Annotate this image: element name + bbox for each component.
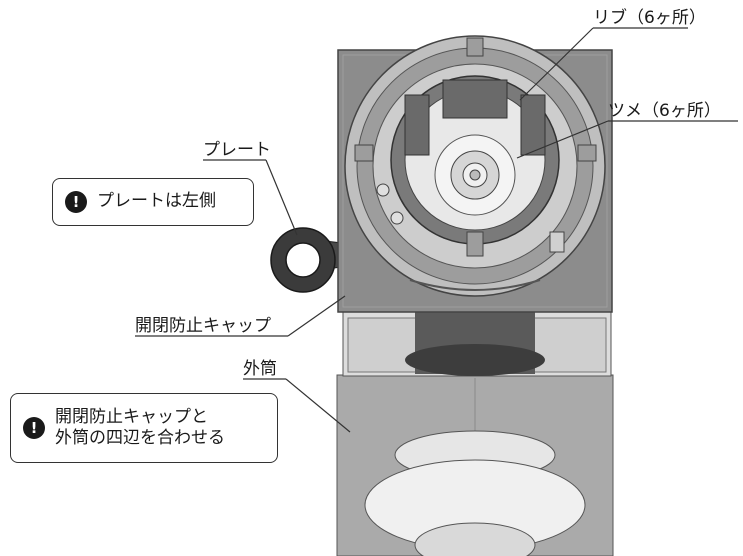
- align-callout: ! 開閉防止キャップと 外筒の四辺を合わせる: [10, 393, 278, 463]
- plate-left-callout: ! プレートは左側: [52, 178, 254, 226]
- rib-label: リブ（6ヶ所）: [593, 8, 706, 28]
- align-text-line1: 開閉防止キャップと: [55, 406, 208, 427]
- outer-tube: [336, 374, 614, 556]
- align-text-line2: 外筒の四辺を合わせる: [55, 428, 225, 448]
- warning-icon: !: [23, 417, 45, 439]
- leader-lines: [135, 27, 738, 433]
- ribs: [404, 79, 546, 156]
- claw-label: ツメ（6ヶ所）: [608, 101, 721, 121]
- plate-label: プレート: [203, 140, 271, 160]
- neck: [342, 311, 612, 377]
- plate-left-text: プレートは左側: [97, 191, 216, 212]
- cap-body: [337, 35, 613, 313]
- outer-tube-label: 外筒: [243, 359, 277, 379]
- cap-label: 開閉防止キャップ: [135, 316, 271, 336]
- align-text-block: 開閉防止キャップと 外筒の四辺を合わせる: [55, 407, 225, 450]
- warning-icon: !: [65, 191, 87, 213]
